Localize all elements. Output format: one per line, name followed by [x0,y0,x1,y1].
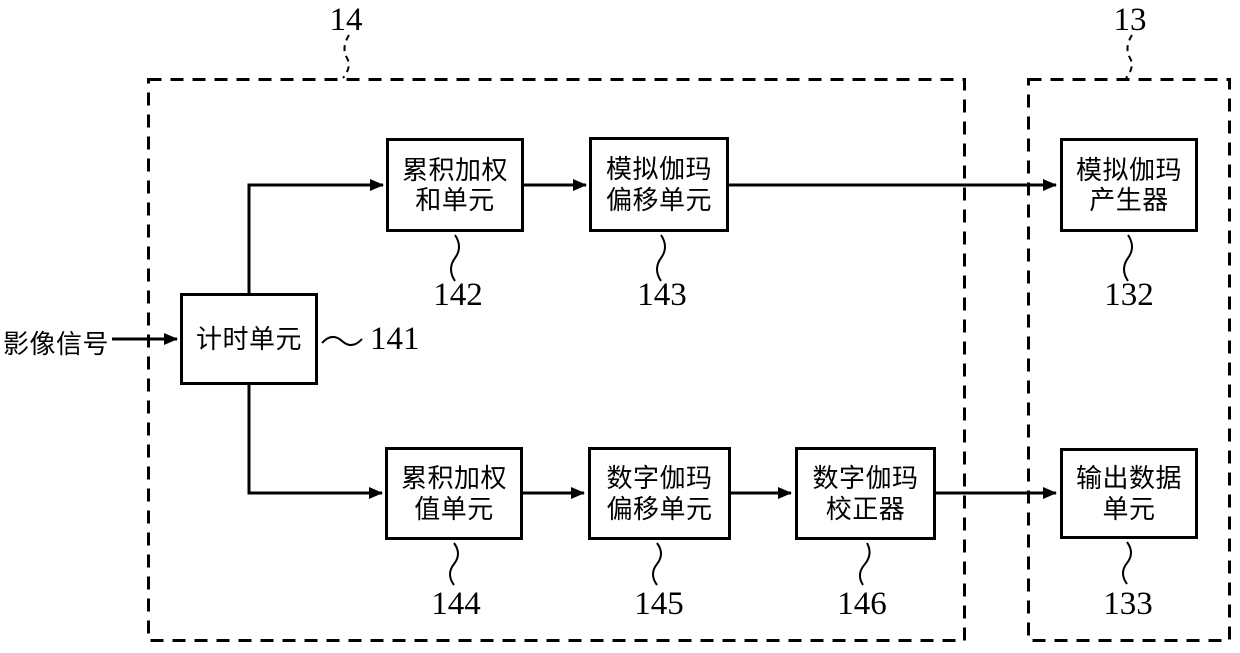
block-analog-gamma-offset: 模拟伽玛 偏移单元 [589,137,729,232]
block-output-data-unit: 输出数据 单元 [1060,448,1198,539]
leader-143 [656,234,666,282]
leader-142 [450,234,460,282]
ref-label-146: 146 [837,586,887,622]
block-accum-weight-sum: 累积加权 和单元 [386,138,524,232]
leader-145 [652,542,662,586]
ref-label-13: 13 [1113,2,1147,38]
ref-label-143: 143 [637,277,687,313]
ref-label-14: 14 [329,2,363,38]
block-accum-weight-value-line2: 值单元 [414,493,494,524]
block-digital-gamma-offset-line2: 偏移单元 [606,493,713,524]
block-accum-weight-value-line1: 累积加权 [400,463,507,494]
block-analog-gamma-generator: 模拟伽玛 产生器 [1060,138,1198,232]
ref-label-145: 145 [634,586,684,622]
block-output-data-unit-line1: 输出数据 [1075,463,1182,494]
block-analog-gamma-generator-line2: 产生器 [1089,185,1169,215]
arrow-timing-to-accum-sum [247,179,384,293]
block-timing-unit-label: 计时单元 [195,323,302,354]
block-digital-gamma-corrector: 数字伽玛 校正器 [795,447,936,540]
leader-133 [1122,541,1132,585]
block-timing-unit: 计时单元 [180,293,318,385]
block-accum-weight-value: 累积加权 值单元 [385,447,523,540]
block-analog-gamma-offset-line1: 模拟伽玛 [605,154,712,185]
ref-label-141: 141 [370,321,420,357]
ref-label-144: 144 [431,586,481,622]
ref-label-142: 142 [433,277,483,313]
block-accum-weight-sum-line2: 和单元 [415,185,495,215]
block-digital-gamma-offset: 数字伽玛 偏移单元 [588,447,731,540]
leader-132 [1123,234,1133,282]
block-digital-gamma-offset-line1: 数字伽玛 [606,463,713,494]
block-analog-gamma-offset-line2: 偏移单元 [605,184,712,215]
block-digital-gamma-corrector-line2: 校正器 [825,493,906,524]
block-analog-gamma-generator-line1: 模拟伽玛 [1075,154,1182,185]
block-accum-weight-sum-line1: 累积加权 [401,154,508,185]
group-14-dashed-box [147,78,966,642]
leader-14-dashed [342,34,350,79]
block-digital-gamma-corrector-line1: 数字伽玛 [812,463,919,494]
ref-label-133: 133 [1103,586,1153,622]
group-13-dashed-box [1027,78,1231,642]
leader-13-dashed [1125,34,1133,79]
input-signal-label: 影像信号 [3,329,110,359]
leader-141-tilde [321,336,363,346]
leader-144 [449,542,459,586]
leader-146 [859,542,871,586]
ref-label-132: 132 [1104,277,1154,313]
arrow-timing-to-accum-value [247,385,383,499]
block-output-data-unit-line2: 单元 [1102,493,1156,524]
